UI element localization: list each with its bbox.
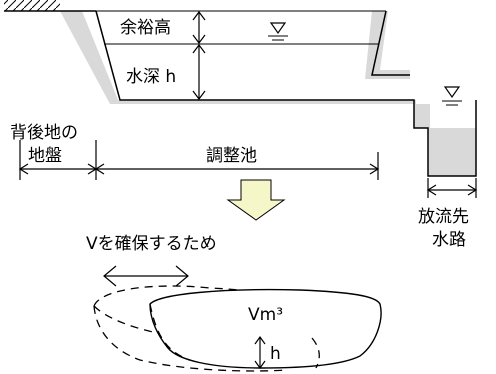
pond-right-bank bbox=[371, 10, 410, 76]
outlet-label-line1: 放流先 bbox=[418, 207, 469, 227]
h-label: h bbox=[270, 344, 281, 364]
pond-dimension bbox=[94, 152, 380, 180]
down-arrow bbox=[226, 179, 286, 221]
right-wall bbox=[365, 11, 410, 79]
freeboard-label: 余裕高 bbox=[120, 18, 171, 38]
h-dimension bbox=[254, 335, 266, 370]
outlet-label-line2: 水路 bbox=[432, 230, 466, 250]
ground-behind-dimension bbox=[18, 140, 98, 180]
volume-label: Vm³ bbox=[248, 305, 283, 325]
pond-outline bbox=[95, 10, 477, 177]
water-level-symbol bbox=[268, 22, 288, 41]
ground-hatch bbox=[4, 0, 60, 12]
ground-behind-label-line1: 背後地の bbox=[10, 123, 78, 143]
ground-behind-label-line2: 地盤 bbox=[28, 146, 62, 166]
new-volume-body bbox=[149, 288, 382, 369]
outlet-dimension bbox=[426, 178, 478, 198]
horizontal-double-arrow bbox=[103, 265, 189, 287]
depth-dimension bbox=[192, 44, 206, 100]
pond-label: 調整池 bbox=[206, 146, 257, 166]
freeboard-dimension bbox=[192, 11, 206, 44]
new-volume-inner-dashed bbox=[149, 303, 320, 369]
pond-wall-outer bbox=[60, 11, 476, 176]
securing-v-label: Vを確保するため bbox=[86, 234, 217, 254]
water-depth-label: 水深 h bbox=[126, 67, 176, 87]
outlet-water-symbol bbox=[442, 86, 462, 106]
